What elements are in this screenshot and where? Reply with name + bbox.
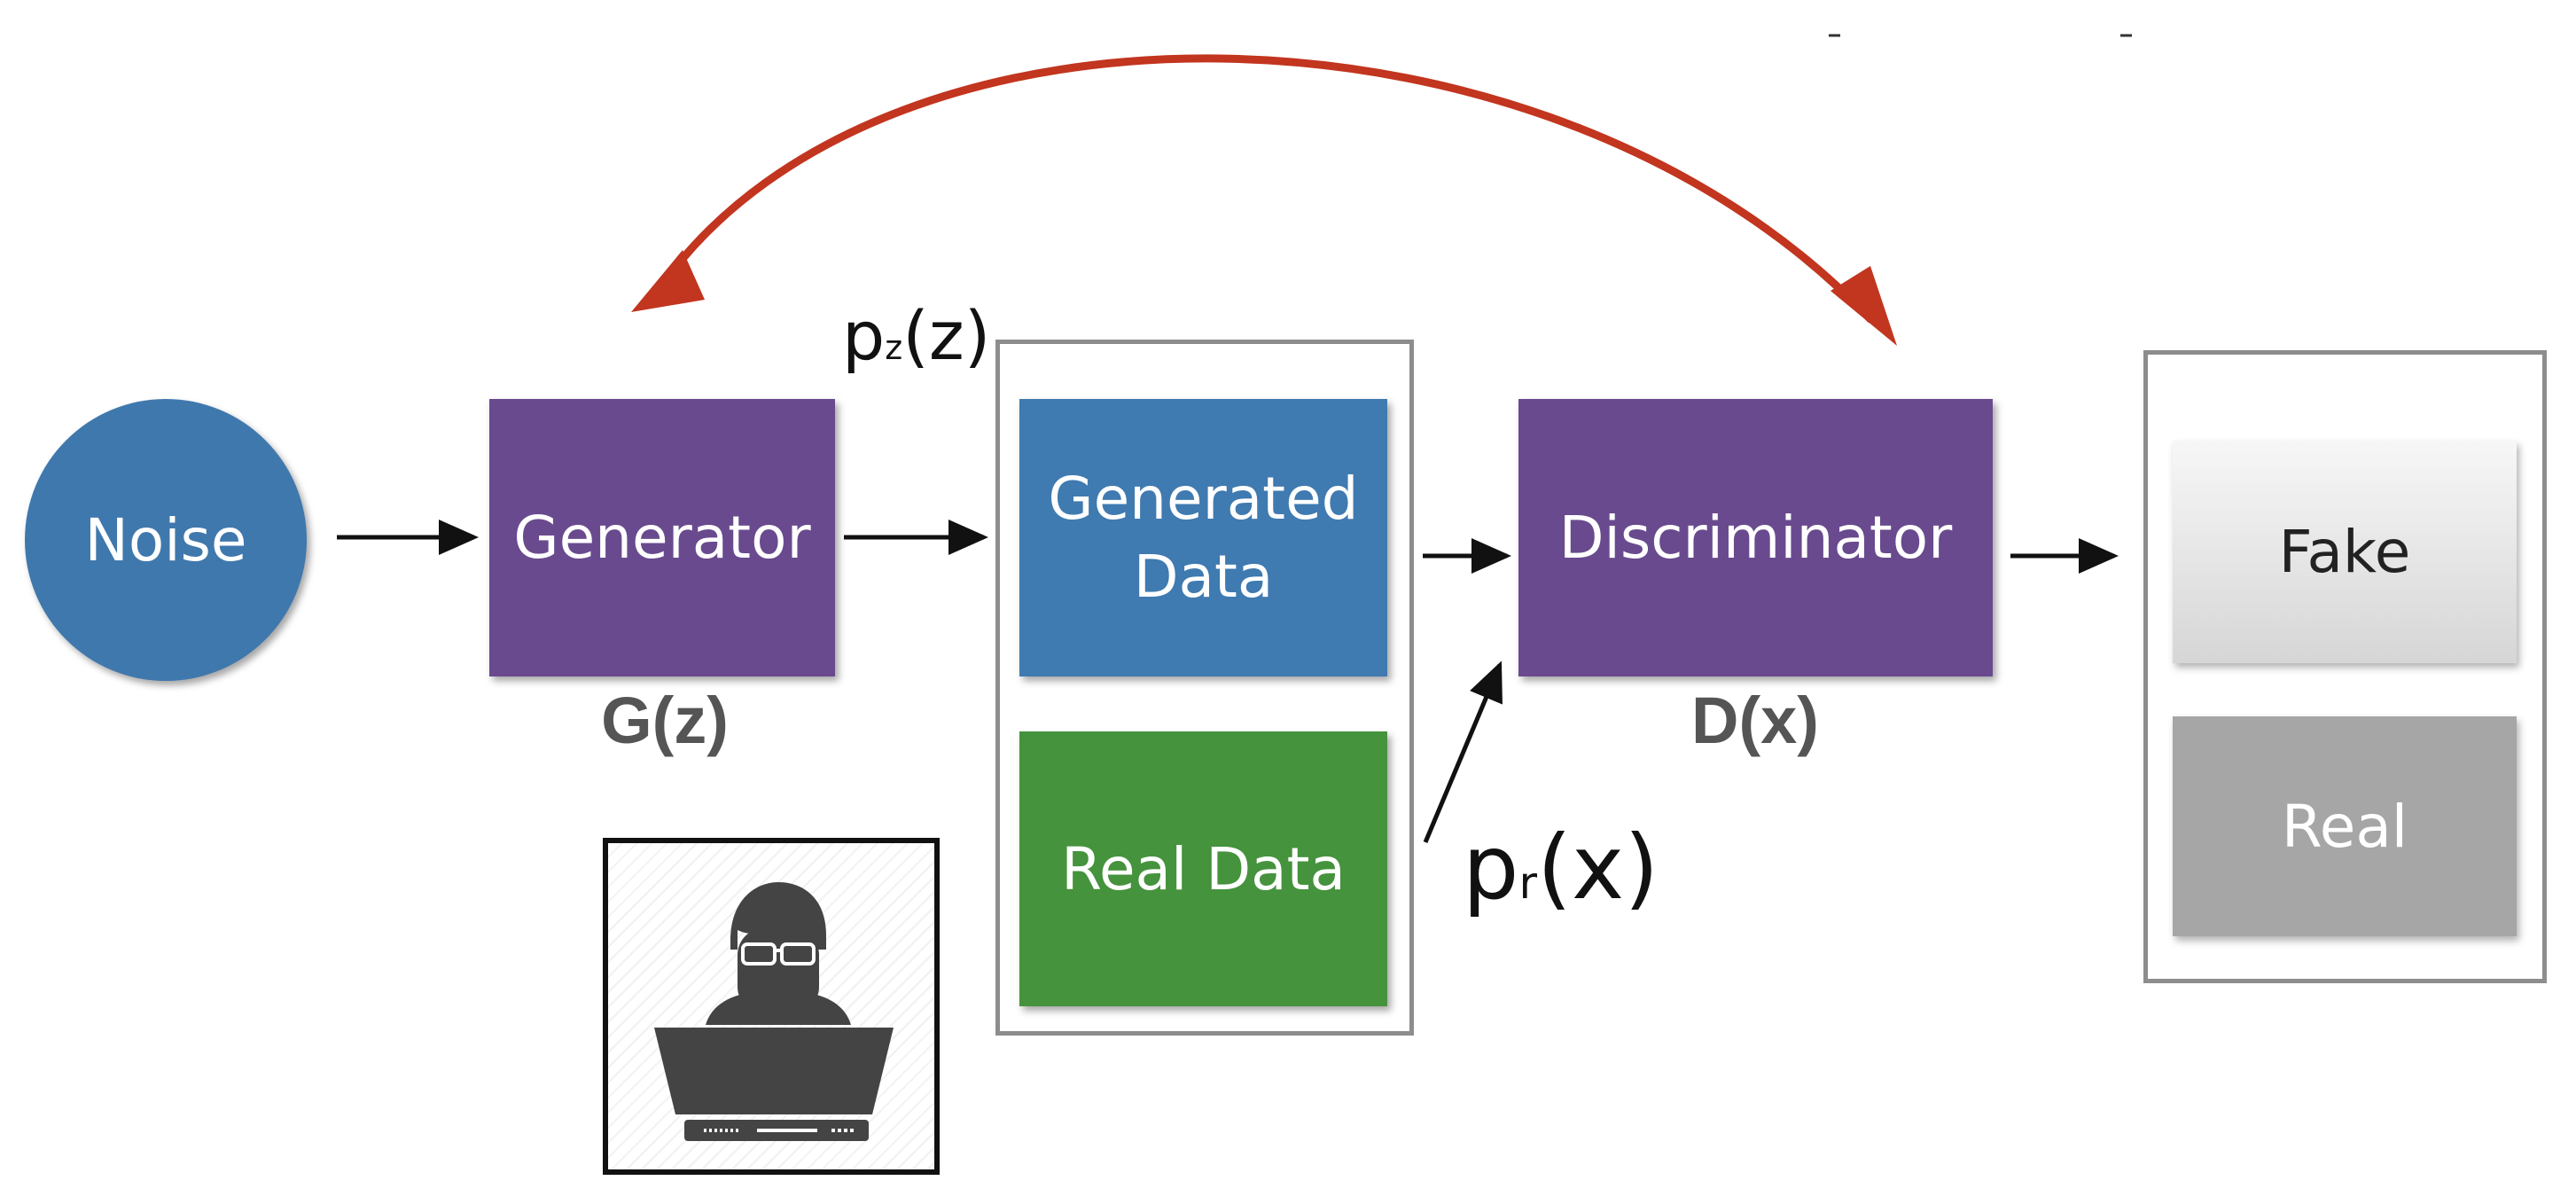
noise-node: Noise bbox=[25, 399, 307, 681]
real-label: Real bbox=[2281, 792, 2408, 861]
feedback-arrowhead-left bbox=[631, 250, 705, 312]
laptop-screen bbox=[654, 1028, 894, 1114]
fake-output-node: Fake bbox=[2173, 441, 2517, 663]
person-at-laptop-graphic bbox=[654, 882, 894, 1141]
real-data-label: Real Data bbox=[1061, 834, 1346, 903]
data-group-frame bbox=[995, 340, 1414, 1036]
arrow-real-to-discriminator bbox=[1423, 661, 1503, 843]
noise-label: Noise bbox=[84, 505, 247, 575]
generator-function-label: G(z) bbox=[601, 684, 729, 757]
pz-distribution-label: pz(z) bbox=[842, 296, 990, 375]
output-group-frame bbox=[2143, 350, 2547, 983]
discriminator-label: Discriminator bbox=[1558, 504, 1953, 572]
feedback-arrowhead-right bbox=[1831, 266, 1897, 346]
generator-node: Generator bbox=[489, 399, 835, 676]
real-data-node: Real Data bbox=[1019, 731, 1387, 1006]
glasses-icon bbox=[741, 942, 816, 966]
real-output-node: Real bbox=[2173, 716, 2517, 936]
generated-data-line-2: Data bbox=[1133, 542, 1274, 611]
person-shoulders bbox=[706, 990, 851, 1025]
generator-label: Generator bbox=[513, 504, 811, 572]
generated-data-line-1: Generated bbox=[1048, 464, 1359, 533]
discriminator-node: Discriminator bbox=[1518, 399, 1993, 676]
person-at-laptop-icon bbox=[603, 838, 940, 1175]
generated-data-label: Generated Data bbox=[1048, 460, 1358, 616]
pr-distribution-label: pr(x) bbox=[1463, 816, 1659, 919]
feedback-arc bbox=[659, 54, 1875, 324]
pr-argument: (x) bbox=[1537, 816, 1659, 919]
pr-main: p bbox=[1463, 816, 1519, 919]
pr-subscript: r bbox=[1518, 857, 1538, 909]
pz-subscript: z bbox=[885, 328, 903, 367]
discriminator-function-label: D(x) bbox=[1691, 684, 1819, 757]
pz-main: p bbox=[842, 296, 886, 375]
fake-label: Fake bbox=[2278, 518, 2411, 586]
feedback-arrow-icon bbox=[631, 54, 1897, 346]
pz-argument: (z) bbox=[902, 296, 991, 375]
generated-data-node: Generated Data bbox=[1019, 399, 1387, 676]
